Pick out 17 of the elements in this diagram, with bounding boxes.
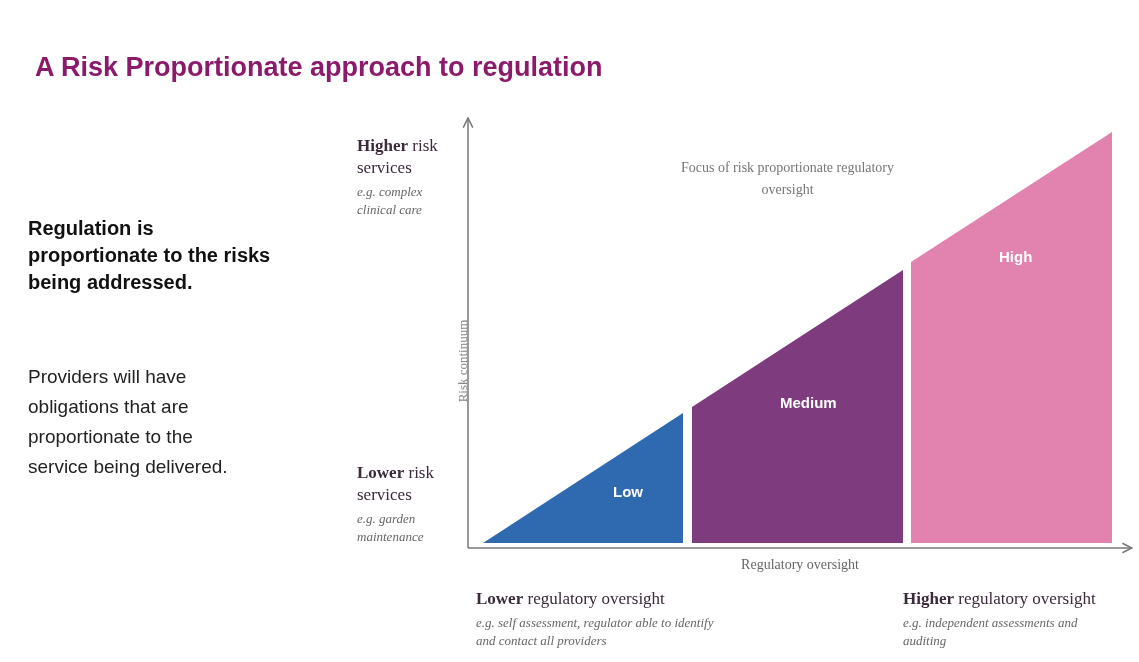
axis-end-label: Higher regulatory oversight: [903, 588, 1097, 610]
high-risk-band: High: [911, 132, 1112, 543]
axis-title: Risk continuum: [455, 318, 471, 405]
chart-note: Focus of risk proportionate regulatory oversight: [680, 159, 895, 199]
example-note: e.g. independent assessments and auditing: [903, 614, 1079, 650]
body-text: Providers will have obligations that are proportionate to the service being delivered.: [28, 365, 229, 479]
axis-end-label: Higher risk services: [357, 135, 439, 179]
example-note: e.g. self assessment, regulator able to identify and contact all providers: [476, 614, 715, 650]
low-risk-triangle: Low: [483, 413, 683, 543]
key-statement: Regulation is proportionate to the risks being addressed.: [28, 216, 272, 295]
example-note: e.g. garden maintenance: [357, 510, 425, 546]
axis-end-label: Lower regulatory oversight: [476, 588, 666, 610]
axis-end-label: Lower risk services: [357, 462, 435, 506]
medium-risk-band: Medium: [692, 270, 903, 543]
example-note: e.g. complex clinical care: [357, 183, 424, 219]
axis-title: Regulatory oversight: [740, 557, 860, 573]
page-title: A Risk Proportionate approach to regulation: [35, 52, 603, 83]
